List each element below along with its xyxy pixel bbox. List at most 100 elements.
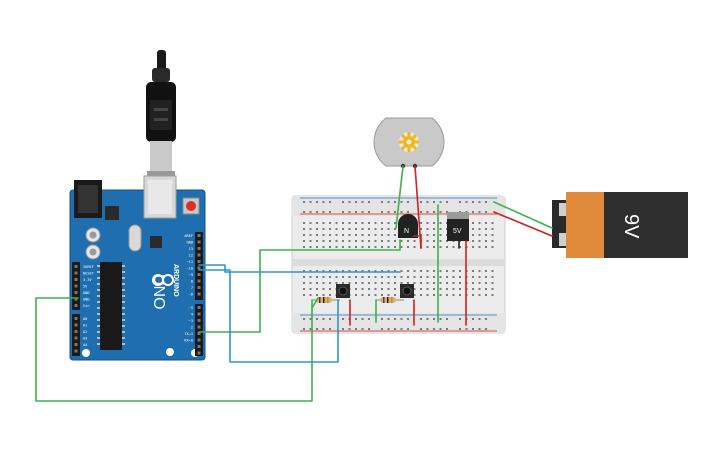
header-pin[interactable] [197,338,201,342]
push-button-icon[interactable] [336,284,350,298]
breadboard-hole [478,246,481,248]
breadboard-hole [342,318,344,320]
breadboard-hole [316,270,318,272]
breadboard-hole [420,288,422,290]
breadboard-hole [439,318,442,320]
usb-cable-icon [146,50,176,177]
breadboard-hole [361,270,364,272]
breadboard-hole [472,201,474,203]
breadboard-hole [413,240,416,242]
header-pin[interactable] [197,253,201,257]
breadboard-hole [368,240,370,242]
breadboard-hole [472,234,474,236]
breadboard-hole [485,318,487,320]
header-pin[interactable] [74,284,78,288]
breadboard-hole [342,234,344,236]
breadboard-hole [478,211,481,213]
chip-pin [97,295,100,297]
breadboard-hole [309,234,312,236]
breadboard-hole [400,328,403,330]
pin-label: 8 [191,280,193,284]
breadboard-hole [478,282,481,284]
dc-motor-icon[interactable] [373,117,445,169]
header-pin[interactable] [74,265,78,268]
pin-label: 2 [191,326,193,330]
breadboard-hole [316,288,318,290]
breadboard-hole [452,294,455,296]
push-button-icon[interactable] [400,284,414,298]
breadboard-hole [322,328,325,330]
header-pin[interactable] [197,286,201,289]
breadboard-hole [316,201,318,203]
breadboard-hole [485,270,487,272]
chip-pin [122,283,125,285]
header-pin[interactable] [197,279,201,283]
header-pin[interactable] [197,234,201,237]
header-pin[interactable] [197,351,201,355]
breadboard-hole [407,201,409,203]
transistor[interactable]: N [398,214,418,238]
header-pin[interactable] [74,297,78,301]
breadboard-hole [381,276,383,278]
header-pin[interactable] [197,332,201,335]
header-pin[interactable] [74,278,78,281]
header-pin[interactable] [197,312,201,316]
header-pin[interactable] [74,271,78,275]
breadboard-hole [433,294,435,296]
breadboard-hole [355,294,357,296]
breadboard-hole [316,222,318,224]
breadboard-hole [322,294,325,296]
header-pin[interactable] [74,330,78,333]
breadboard[interactable] [291,195,506,334]
breadboard-hole [439,240,442,242]
header-pin[interactable] [74,323,78,327]
breadboard-hole [394,211,396,213]
pin-label: 3.3V [83,278,92,282]
breadboard-hole [407,318,409,320]
breadboard-hole [394,201,396,203]
pin-label: A3 [83,337,87,341]
header-pin[interactable] [74,317,78,320]
breadboard-hole [407,328,409,330]
header-pin[interactable] [197,266,201,270]
breadboard-hole [368,234,370,236]
header-pin[interactable] [197,319,201,322]
header-pin[interactable] [197,260,201,263]
breadboard-hole [355,246,357,248]
breadboard-hole [387,270,390,272]
breadboard-hole [439,288,442,290]
header-pin[interactable] [197,273,201,276]
breadboard-hole [322,270,325,272]
breadboard-hole [433,270,435,272]
header-pin[interactable] [197,240,201,244]
breadboard-hole [426,328,429,330]
breadboard-hole [394,282,396,284]
breadboard-hole [413,270,416,272]
breadboard-hole [303,240,305,242]
breadboard-hole [413,282,416,284]
header-pin[interactable] [74,304,78,307]
header-pin[interactable] [197,306,201,309]
chip-pin [97,319,100,321]
breadboard-hole [413,276,416,278]
pin-label: GND [187,241,194,245]
header-pin[interactable] [74,291,78,294]
breadboard-hole [348,201,351,203]
breadboard-hole [329,282,331,284]
header-pin[interactable] [74,349,78,353]
header-pin[interactable] [197,345,201,348]
breadboard-hole [446,288,448,290]
breadboard-hole [433,234,435,236]
header-pin[interactable] [197,325,201,329]
breadboard-hole [355,234,357,236]
battery-9v[interactable]: 9V [552,192,688,258]
voltage-regulator[interactable]: 5V [447,212,469,241]
breadboard-hole [446,276,448,278]
header-pin[interactable] [197,292,201,296]
breadboard-hole [478,288,481,290]
breadboard-hole [459,276,461,278]
header-pin[interactable] [74,343,78,346]
header-pin[interactable] [74,336,78,340]
header-pin[interactable] [197,247,201,250]
